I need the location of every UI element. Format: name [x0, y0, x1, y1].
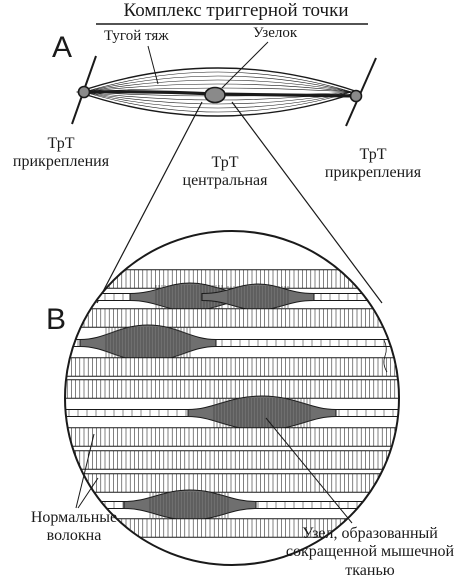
muscle-fiber	[65, 324, 399, 362]
muscle-fiber-line	[83, 79, 353, 93]
trp-central-line2: центральная	[182, 172, 268, 190]
panel-b-label: B	[46, 303, 67, 336]
artist-signature	[383, 339, 388, 373]
muscle-fiber-line	[83, 91, 353, 113]
muscle-fiber	[65, 395, 399, 431]
normal-fibers-label: Нормальные волокна	[14, 509, 134, 546]
trp-attachment-left-line1: ТрТ	[47, 135, 75, 152]
muscle-fiber	[65, 282, 399, 312]
muscle-fiber	[65, 450, 399, 470]
muscle-fiber	[65, 308, 399, 328]
knot-leader	[265, 417, 353, 524]
muscle-fiber-line	[83, 91, 353, 109]
normal-fibers-line1: Нормальные	[30, 509, 118, 526]
nodule-label: Узелок	[253, 25, 298, 41]
contracted-knot-line1: Узел, образованный	[302, 525, 438, 542]
taut-band-label: Тугой тяж	[104, 28, 169, 44]
trp-attachment-left-label: ТрТ прикрепления	[0, 135, 122, 172]
attachment-line-right	[345, 57, 377, 127]
muscle-fiber-line	[83, 83, 353, 93]
normal-fibers-line2: волокна	[46, 527, 102, 545]
muscle-fiber	[65, 489, 399, 521]
zoom-line-right	[231, 101, 383, 304]
trp-attachment-right-label: ТрТ прикрепления	[308, 146, 438, 183]
diagram-title: Комплекс триггерной точки	[123, 0, 349, 21]
trp-attachment-left-line2: прикрепления	[12, 153, 110, 171]
contracted-knot-line2: сокращенной мышечной	[285, 543, 455, 561]
normal-fibers-leader-2	[77, 477, 99, 509]
trp-attachment-right-line2: прикрепления	[324, 164, 422, 182]
taut-band-leader	[147, 45, 159, 85]
attachment-trp-right	[349, 89, 363, 103]
zoom-line-left	[96, 101, 203, 304]
muscle-fiber-line	[83, 75, 353, 93]
contraction-knot	[123, 489, 257, 521]
contracted-knot-line3: тканью	[345, 561, 395, 579]
magnified-cross-section	[65, 269, 399, 538]
muscle-fiber-line	[83, 71, 353, 93]
central-nodule	[204, 86, 226, 104]
trp-central-line1: ТрТ	[211, 154, 239, 171]
trp-attachment-right-line1: ТрТ	[359, 146, 387, 163]
magnified-circle-outline	[64, 230, 400, 566]
normal-fibers-leader-1	[75, 433, 95, 509]
stretched-fiber	[65, 339, 399, 347]
contracted-knot-label: Узел, образованный сокращенной мышечной …	[272, 525, 468, 580]
trp-central-label: ТрТ центральная	[170, 154, 280, 191]
muscle-fiber-line	[83, 91, 353, 105]
muscle-fiber	[65, 427, 399, 447]
muscle-fiber	[65, 379, 399, 399]
muscle-spindle	[71, 41, 383, 304]
nodule-leader	[221, 41, 269, 89]
muscle-fiber	[65, 357, 399, 377]
attachment-trp-left	[77, 85, 91, 99]
panel-a-label: A	[52, 31, 73, 64]
muscle-fiber	[65, 269, 399, 289]
